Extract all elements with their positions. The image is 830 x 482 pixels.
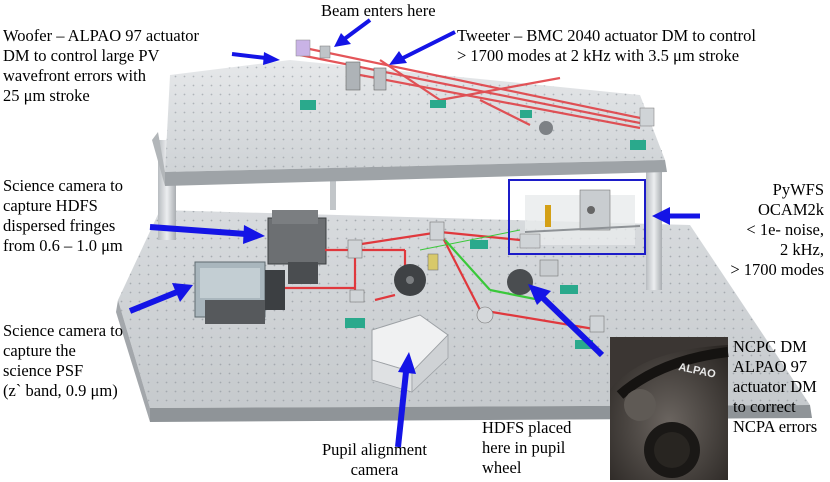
label-hdfs-camera: Science camera to capture HDFS dispersed… [3, 176, 123, 256]
label-line: HDFS placed [482, 418, 572, 437]
label-line: science PSF [3, 361, 84, 380]
label-tweeter: Tweeter – BMC 2040 actuator DM to contro… [457, 26, 756, 66]
label-line: OCAM2k [757, 200, 824, 219]
psf-camera [194, 261, 285, 324]
label-line: PyWFS [772, 180, 824, 199]
label-line: Pupil alignment [322, 440, 427, 459]
label-line: 2 kHz, [780, 240, 824, 259]
label-line: 25 μm stroke [3, 86, 90, 105]
label-line: Tweeter – BMC 2040 actuator DM to contro… [457, 26, 756, 45]
label-line: wheel [482, 458, 522, 477]
label-line: > 1700 modes at 2 kHz with 3.5 μm stroke [457, 46, 740, 65]
label-line: Science camera to [3, 321, 124, 340]
label-line: DM to control large PV [3, 46, 160, 65]
label-line: capture HDFS [3, 196, 98, 215]
arrow-hdfs-camera [149, 224, 265, 244]
pywfs-assembly [519, 189, 641, 249]
annotation-arrows [128, 18, 700, 448]
arrow-beam-enters [334, 18, 372, 47]
label-pupil-camera: Pupil alignment camera [322, 440, 427, 480]
label-hdfs-wheel: HDFS placed here in pupil wheel [482, 418, 571, 478]
label-pywfs: PyWFS OCAM2k < 1e- noise, 2 kHz, > 1700 … [730, 180, 824, 280]
label-ncpc: NCPC DM ALPAO 97 actuator DM to correct … [733, 337, 817, 437]
label-line: (z` band, 0.9 μm) [3, 381, 118, 400]
label-line: NCPA errors [733, 417, 818, 436]
label-line: dispersed fringes [3, 216, 116, 235]
label-line: Woofer – ALPAO 97 actuator [3, 26, 200, 45]
label-beam-enters: Beam enters here [321, 1, 436, 21]
label-line: camera [350, 460, 399, 479]
pywfs-highlight-box [508, 179, 646, 255]
label-line: capture the [3, 341, 76, 360]
label-line: ALPAO 97 [733, 357, 808, 376]
lower-optics [345, 221, 605, 349]
label-line: to correct [733, 397, 796, 416]
label-line: from 0.6 – 1.0 μm [3, 236, 123, 255]
label-woofer: Woofer – ALPAO 97 actuator DM to control… [3, 26, 199, 106]
ncpc-dm-inset-photo: ALPAO [610, 337, 729, 480]
label-line: NCPC DM [733, 337, 807, 356]
arrow-hdfs-wheel [528, 284, 605, 358]
label-line: wavefront errors with [3, 66, 146, 85]
upper-table [152, 60, 667, 186]
arrow-tweeter [389, 30, 456, 65]
label-line: Beam enters here [321, 1, 436, 20]
arrow-pywfs [652, 207, 700, 225]
arrow-woofer [231, 52, 280, 65]
pupil-camera-body [371, 314, 449, 393]
label-line: here in pupil [482, 438, 566, 457]
label-line: < 1e- noise, [746, 220, 824, 239]
label-psf-camera: Science camera to capture the science PS… [3, 321, 123, 401]
arrow-psf-camera [128, 283, 193, 314]
label-line: actuator DM [733, 377, 817, 396]
hdfs-camera [267, 210, 327, 284]
upper-optics [295, 39, 655, 150]
label-line: > 1700 modes [730, 260, 824, 279]
label-line: Science camera to [3, 176, 124, 195]
arrow-pupil-camera [395, 352, 416, 448]
lower-beam-paths [285, 229, 601, 332]
